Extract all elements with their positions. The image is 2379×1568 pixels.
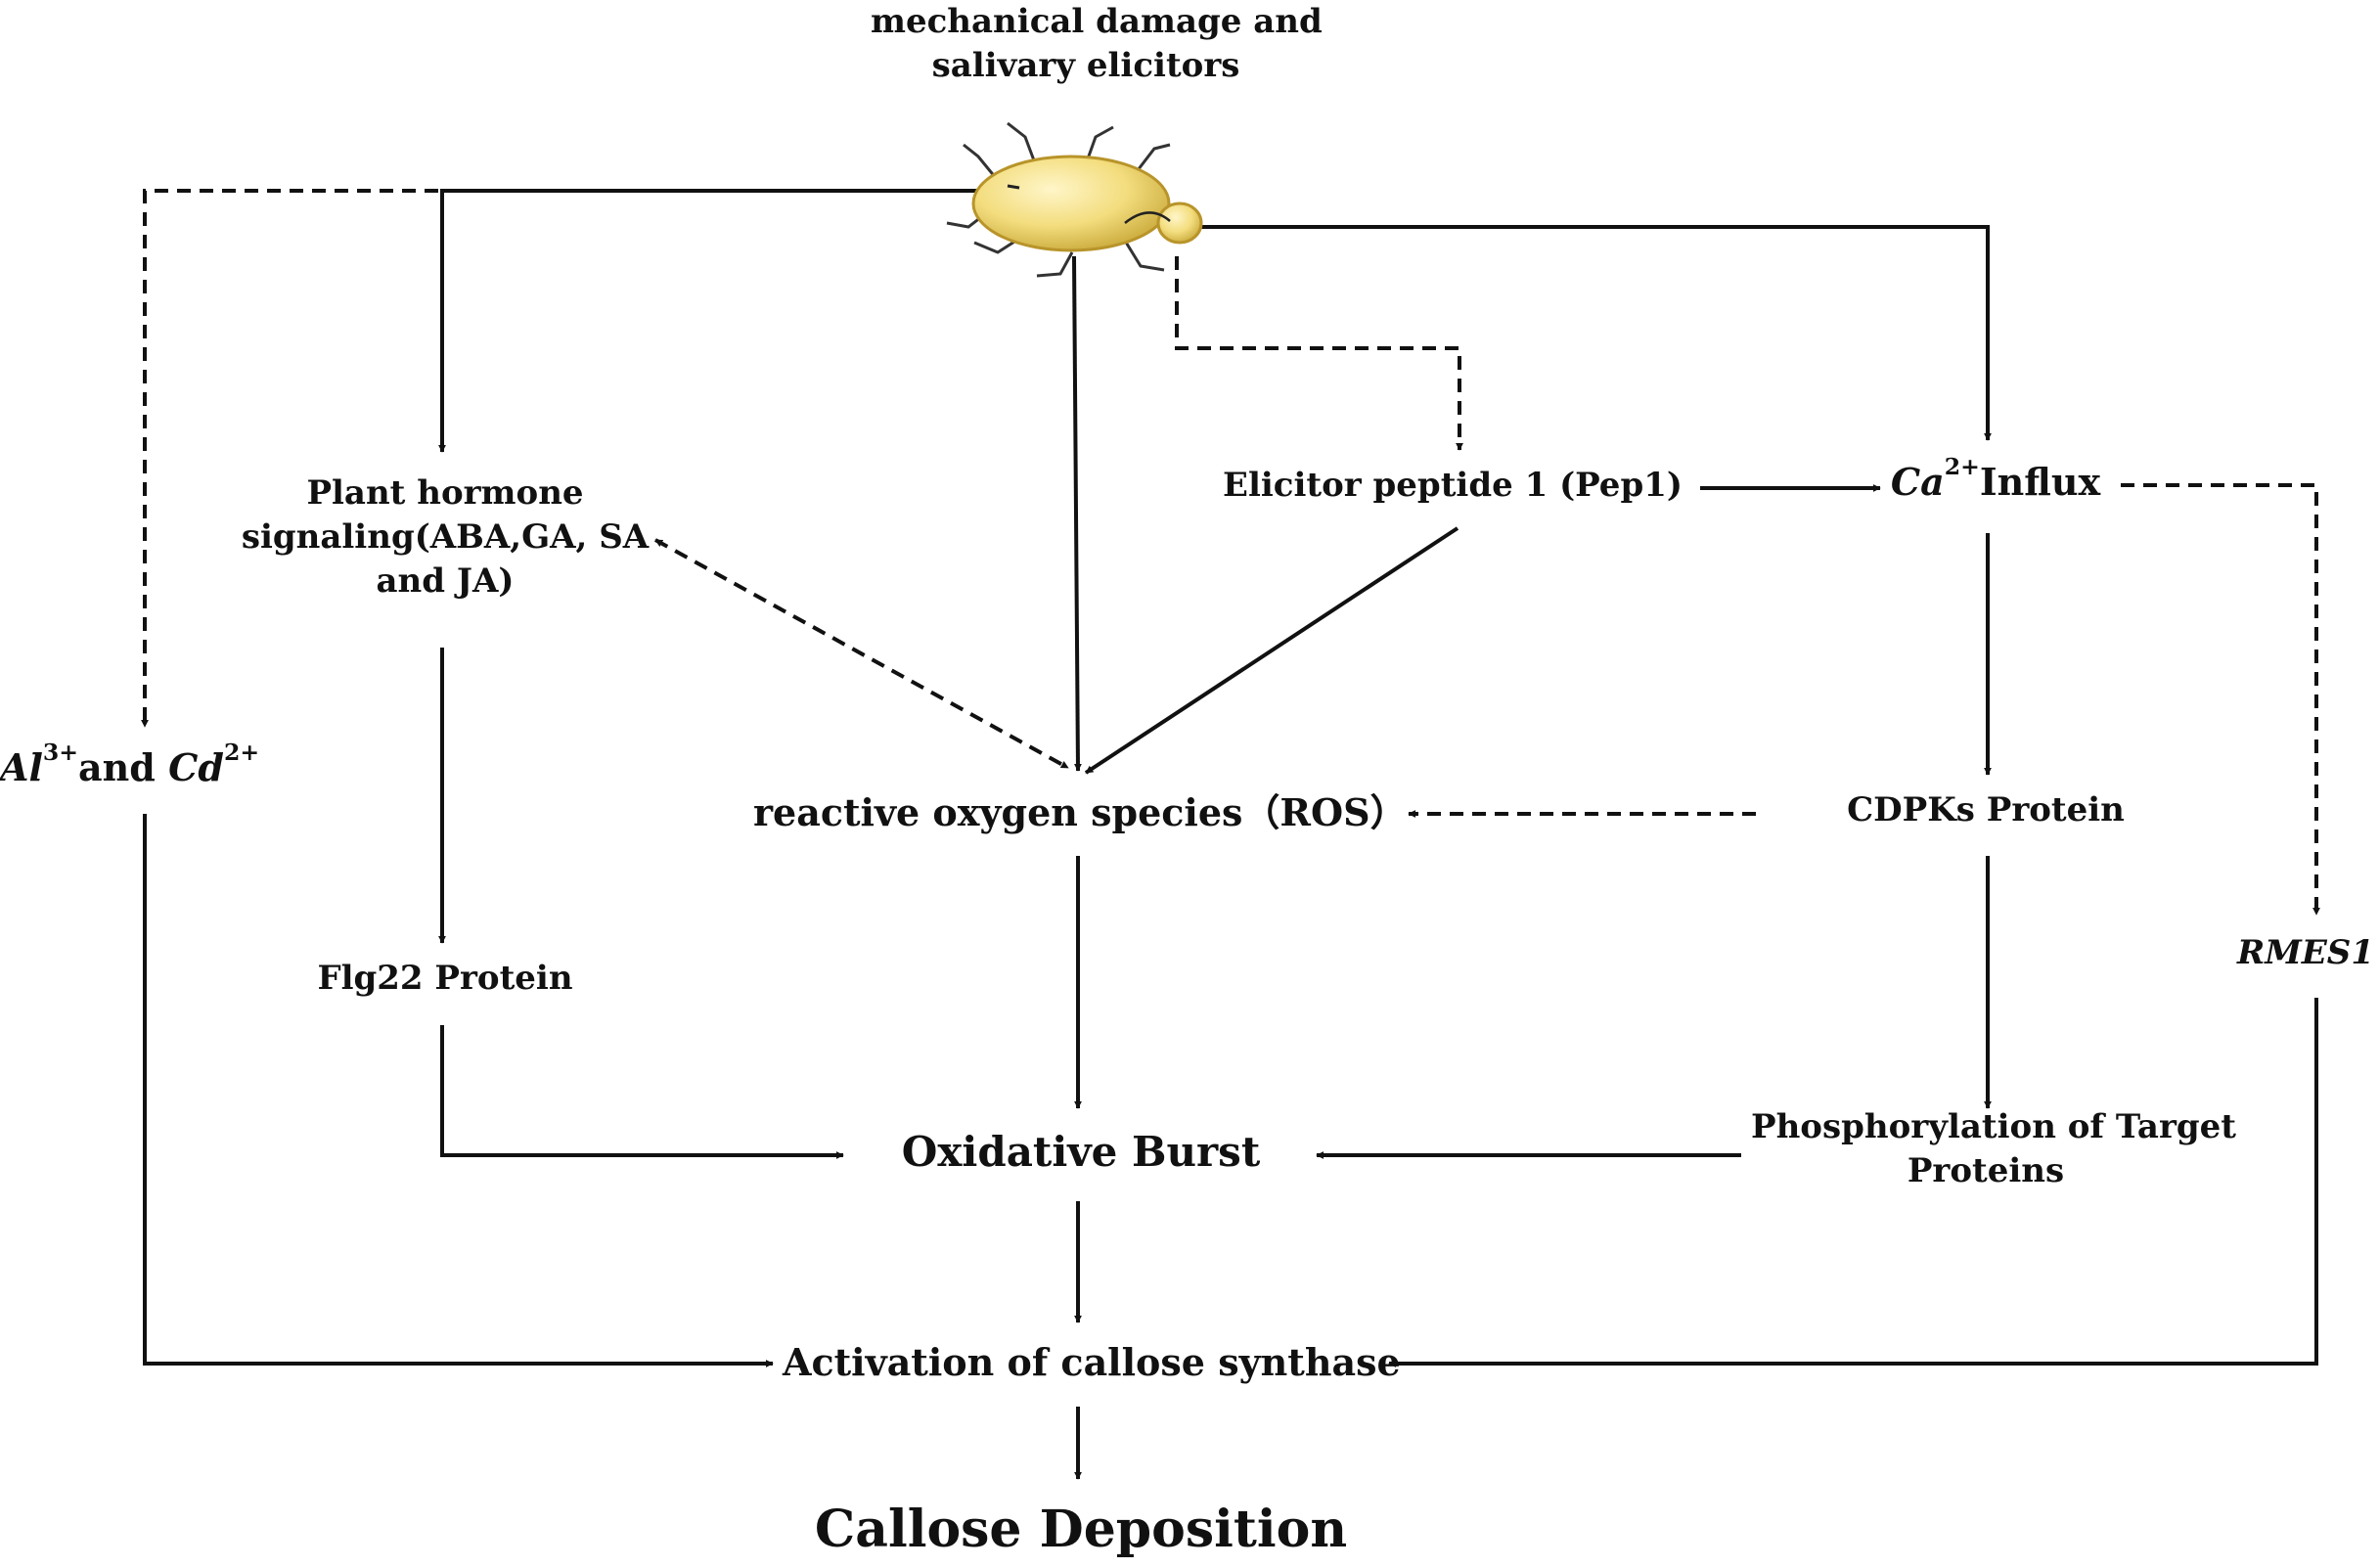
insect-icon xyxy=(946,121,1203,278)
trigger-label: mechanical damage and salivary elicitors xyxy=(871,2,1323,85)
arrow-insect-to-hormone xyxy=(438,189,978,453)
arrow-rmes1-to-synthase xyxy=(1388,998,2318,1367)
arrow-insect-to-ros xyxy=(1072,255,1082,772)
arrow-insect-to-metals xyxy=(141,189,978,728)
calcium-influx-node: Ca2+Influx xyxy=(1890,452,2101,504)
arrow-insect-to-calcium xyxy=(1193,225,1992,441)
callose-deposition-node: Callose Deposition xyxy=(814,1500,1348,1559)
plant-hormone-signaling-node: Plant hormone signaling(ABA,GA, SA and J… xyxy=(241,473,650,601)
arrow-insect-to-pep1 xyxy=(1175,256,1463,451)
arrow-flg22-to-burst xyxy=(440,1025,844,1159)
rmes1-node: RMES1 xyxy=(2236,933,2375,972)
arrow-pep1-to-ros xyxy=(1084,526,1459,775)
callose-synthase-node: Activation of callose synthase xyxy=(783,1340,1401,1384)
elicitor-peptide-node: Elicitor peptide 1 (Pep1) xyxy=(1223,466,1683,505)
arrow-calcium-to-rmes1 xyxy=(2121,483,2320,916)
phosphorylation-node: Phosphorylation of Target Proteins xyxy=(1751,1107,2236,1190)
metal-ions-node: Al3+and Cd2+ xyxy=(0,738,260,789)
flg22-protein-node: Flg22 Protein xyxy=(317,959,573,998)
arrow-metals-to-synthase xyxy=(143,814,774,1367)
ros-node: reactive oxygen species（ROS） xyxy=(753,790,1408,834)
arrow-hormone-ros-bidirectional xyxy=(654,538,1069,770)
oxidative-burst-node: Oxidative Burst xyxy=(901,1128,1261,1176)
cdpk-protein-node: CDPKs Protein xyxy=(1847,790,2125,829)
